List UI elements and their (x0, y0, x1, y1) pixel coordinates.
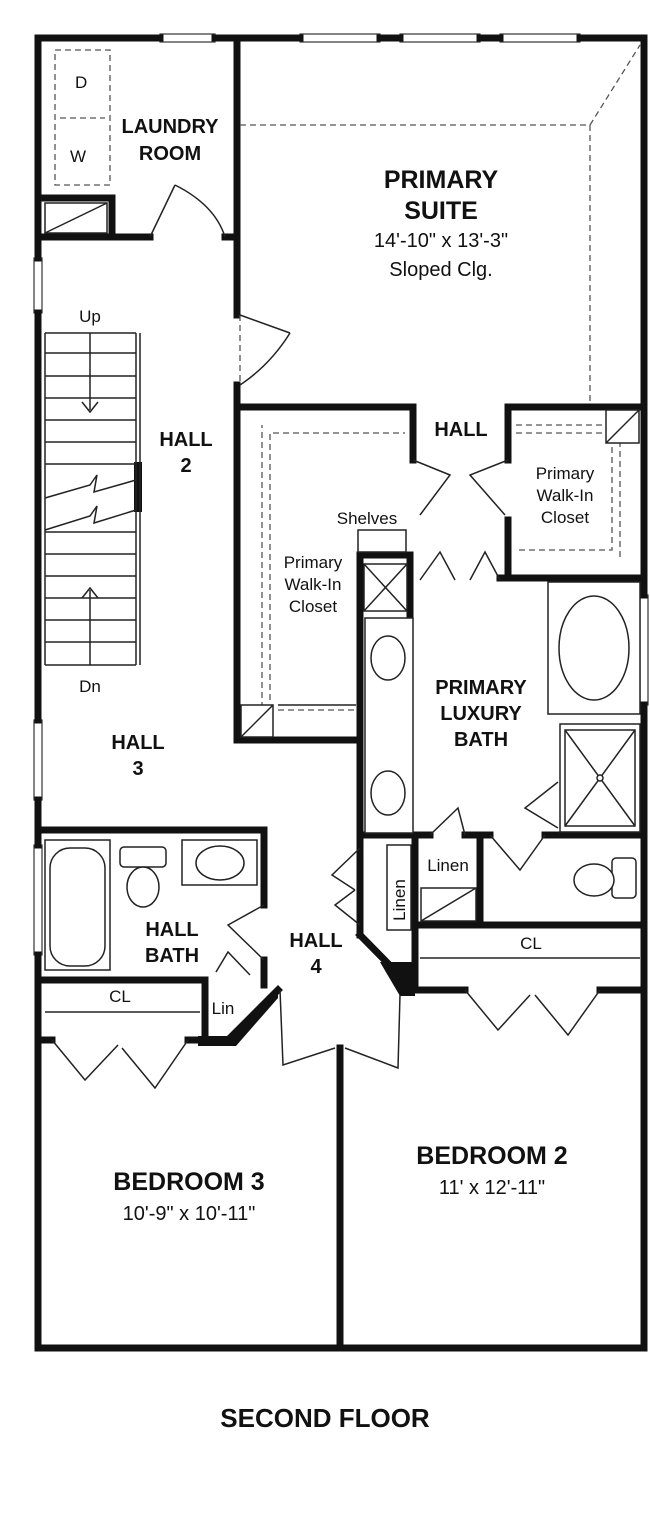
hall-top-label: HALL (434, 419, 487, 441)
hall4-label-line2: 4 (310, 956, 322, 978)
floor-title: SECOND FLOOR (220, 1403, 430, 1433)
luxury-bath-label-line1: PRIMARY (435, 677, 527, 699)
laundry-room-label-line2: ROOM (139, 143, 201, 165)
lin-label: Lin (212, 999, 235, 1018)
primary-suite-dims: 14'-10" x 13'-3" (374, 230, 508, 252)
bedroom2-dims: 11' x 12'-11" (439, 1177, 545, 1199)
hall-bath-label-line1: HALL (145, 919, 198, 941)
cl-left-label: CL (109, 987, 131, 1006)
primary-suite-label-line2: SUITE (404, 197, 478, 225)
linen-label-a: Linen (427, 856, 469, 875)
laundry-room-label-line1: LAUNDRY (121, 116, 219, 138)
hall3-label-line2: 3 (132, 758, 143, 780)
dryer-label: D (75, 73, 87, 92)
bedroom3-label: BEDROOM 3 (113, 1168, 264, 1196)
closet-right-line1: Primary (536, 464, 595, 483)
hall-bath-label-line2: BATH (145, 945, 199, 967)
linen-label-b: Linen (390, 879, 409, 921)
fixtures (44, 202, 641, 971)
closet-left-line3: Closet (289, 597, 337, 616)
washer-label: W (70, 147, 86, 166)
cl-right-label: CL (520, 934, 542, 953)
bedroom3-dims: 10'-9" x 10'-11" (123, 1203, 256, 1225)
closet-right-line3: Closet (541, 508, 589, 527)
stairs-dn-label: Dn (79, 677, 101, 696)
hall3-label-line1: HALL (111, 732, 164, 754)
room-labels: D W LAUNDRY ROOM PRIMARY SUITE 14'-10" x… (70, 73, 595, 1433)
bedroom2-label: BEDROOM 2 (416, 1142, 567, 1170)
shelves-label: Shelves (337, 509, 397, 528)
primary-suite-note: Sloped Clg. (389, 259, 492, 281)
stairs-up-label: Up (79, 307, 101, 326)
hall2-label-line1: HALL (159, 429, 212, 451)
closet-left-line2: Walk-In (285, 575, 342, 594)
doors (51, 184, 601, 1090)
primary-suite-label-line1: PRIMARY (384, 166, 499, 194)
hall2-label-line2: 2 (180, 455, 191, 477)
exterior-walls (34, 34, 648, 1352)
closet-right-line2: Walk-In (537, 486, 594, 505)
luxury-bath-label-line2: LUXURY (440, 703, 522, 725)
hall4-label-line1: HALL (289, 930, 342, 952)
luxury-bath-label-line3: BATH (454, 729, 508, 751)
wall-fills (134, 462, 415, 1046)
closet-left-line1: Primary (284, 553, 343, 572)
staircase (44, 332, 141, 666)
closet-rods (45, 704, 640, 1013)
